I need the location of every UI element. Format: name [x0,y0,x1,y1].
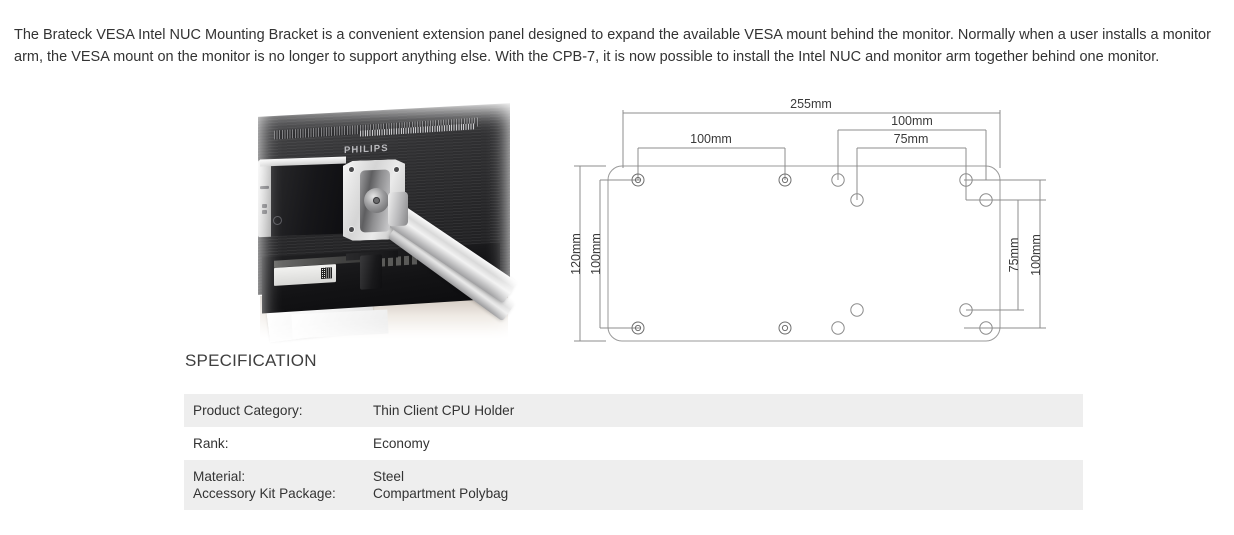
specification-table: Product Category: Thin Client CPU Holder… [184,394,1083,510]
table-row: Rank: Economy [184,427,1083,460]
dim-label-left-pair: 100mm [690,132,732,146]
photo-clamp-block [360,254,382,290]
table-row: Product Category: Thin Client CPU Holder [184,394,1083,427]
spec-key: Accessory Kit Package: [193,486,336,501]
bracket-hole-double [631,321,645,335]
spec-value: Steel [373,469,404,484]
bracket-hole-plain [850,303,864,317]
dim-label-right-outer-height: 100mm [1029,234,1043,276]
bracket-hole-double [778,173,792,187]
product-photo: PHILIPS [248,100,520,345]
dim-label-overall-width: 255mm [790,97,832,111]
product-description-paragraph: The Brateck VESA Intel NUC Mounting Brac… [14,26,1211,66]
spec-value: Economy [373,436,430,451]
dim-label-inner-height: 100mm [589,233,603,275]
table-row: Material: Steel [184,460,1083,486]
photo-intel-nuc-side-panel [258,159,271,238]
photo-intel-nuc-port [262,203,267,209]
spec-value: Thin Client CPU Holder [373,403,515,418]
technical-drawing-svg: 255mm 100mm 100mm 75mm 120mm 100mm 75mm … [569,97,1046,342]
photo-intel-nuc-port [262,209,267,215]
bracket-hole-double [631,173,645,187]
photo-monitor-arm-joint [388,191,408,227]
bracket-plate-outline [607,165,1001,342]
dim-label-right-pair: 100mm [891,114,933,128]
photo-desk-paper-secondary [291,309,389,339]
spec-key: Material: [193,469,246,484]
product-photo-canvas: PHILIPS [248,100,520,345]
specification-heading: SPECIFICATION [185,351,317,370]
photo-monitor-brand-label: PHILIPS [344,142,389,157]
bracket-hole-plain [850,193,864,207]
photo-vesa-pivot-knuckle [364,188,389,213]
dim-label-right-inner: 75mm [894,132,929,146]
table-row: Accessory Kit Package: Compartment Polyb… [184,486,1083,510]
technical-drawing: 255mm 100mm 100mm 75mm 120mm 100mm 75mm … [560,92,1070,357]
spec-key: Product Category: [193,403,303,418]
photo-intel-nuc-unit [266,160,346,237]
bracket-hole-plain [831,173,845,187]
bracket-hole-plain [831,321,845,335]
photo-intel-nuc-port [260,185,269,190]
dim-label-outer-height: 120mm [569,233,583,275]
spec-value: Compartment Polybag [373,486,509,501]
bracket-hole-double [778,321,792,335]
spec-key: Rank: [193,436,229,451]
dim-label-right-inner-height: 75mm [1007,238,1021,273]
